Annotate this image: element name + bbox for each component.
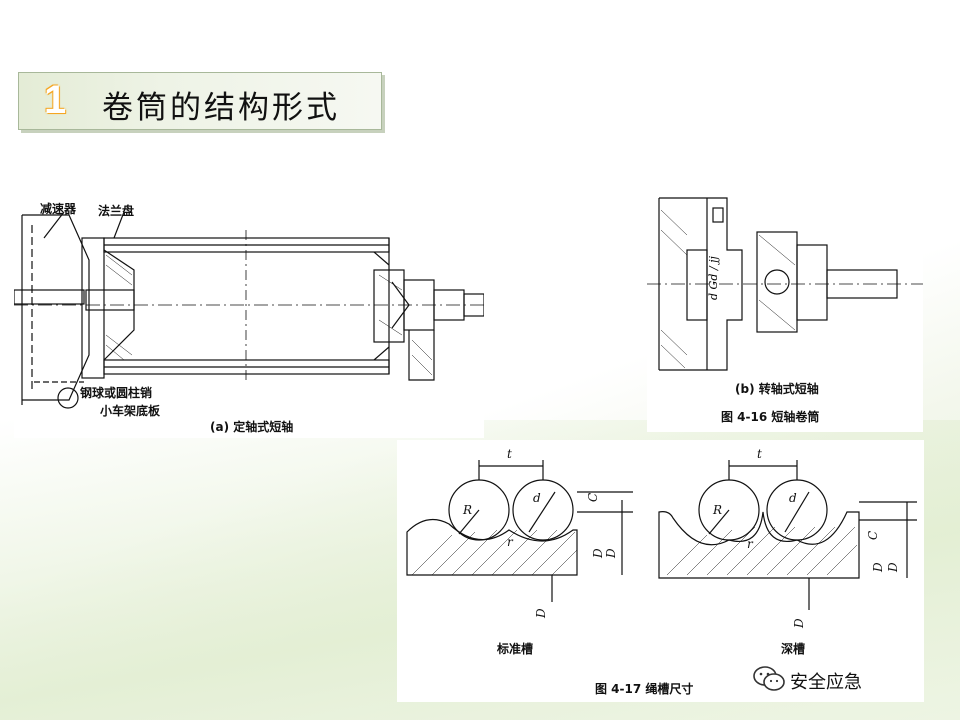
svg-text:r: r: [747, 537, 754, 551]
svg-text:D: D: [886, 562, 900, 573]
fixed-short-shaft-drawing: [13, 211, 485, 409]
rope-groove-drawing: t t Rd Rd r r C C D D D D D D: [406, 447, 917, 629]
svg-text:d: d: [789, 491, 797, 505]
svg-text:d: d: [533, 491, 541, 505]
svg-text:C: C: [866, 531, 880, 540]
svg-text:D: D: [871, 562, 885, 573]
svg-text:D: D: [604, 548, 618, 559]
wechat-icon: [753, 666, 785, 691]
caption-b: (b) 转轴式短轴: [735, 382, 819, 396]
label-flange: 法兰盘: [98, 204, 135, 218]
svg-text:D: D: [591, 548, 605, 559]
label-reducer: 减速器: [40, 202, 77, 216]
svg-text:D: D: [792, 618, 806, 629]
svg-text:R: R: [462, 503, 472, 517]
svg-text:d Gd / jj: d Gd / jj: [707, 256, 720, 300]
label-base: 小车架底板: [100, 404, 161, 418]
svg-text:r: r: [507, 535, 514, 549]
label-deep-groove: 深槽: [781, 642, 806, 656]
label-pin: 钢球或圆柱销: [80, 386, 153, 400]
figure-b-panel: d Gd / jj (b) 转轴式短轴 图 4-16 短轴卷筒: [647, 190, 923, 432]
svg-text:t: t: [507, 447, 512, 461]
figure-17-caption: 图 4-17 绳槽尺寸: [595, 682, 694, 696]
page-title: 卷筒的结构形式: [102, 90, 340, 126]
svg-text:C: C: [586, 493, 600, 502]
svg-text:R: R: [712, 503, 722, 517]
watermark-text: 安全应急: [790, 672, 862, 693]
caption-a: (a) 定轴式短轴: [210, 420, 294, 434]
figure-a-panel: 减速器 法兰盘 钢球或圆柱销 小车架底板 (a) 定轴式短轴: [13, 190, 485, 438]
title-number: 1: [44, 78, 67, 122]
svg-text:t: t: [757, 447, 762, 461]
title-box: [18, 72, 382, 130]
label-standard-groove: 标准槽: [497, 642, 534, 656]
figure-16-caption: 图 4-16 短轴卷筒: [721, 410, 820, 424]
svg-text:D: D: [534, 608, 548, 619]
rotating-short-shaft-drawing: d Gd / jj: [647, 197, 923, 371]
